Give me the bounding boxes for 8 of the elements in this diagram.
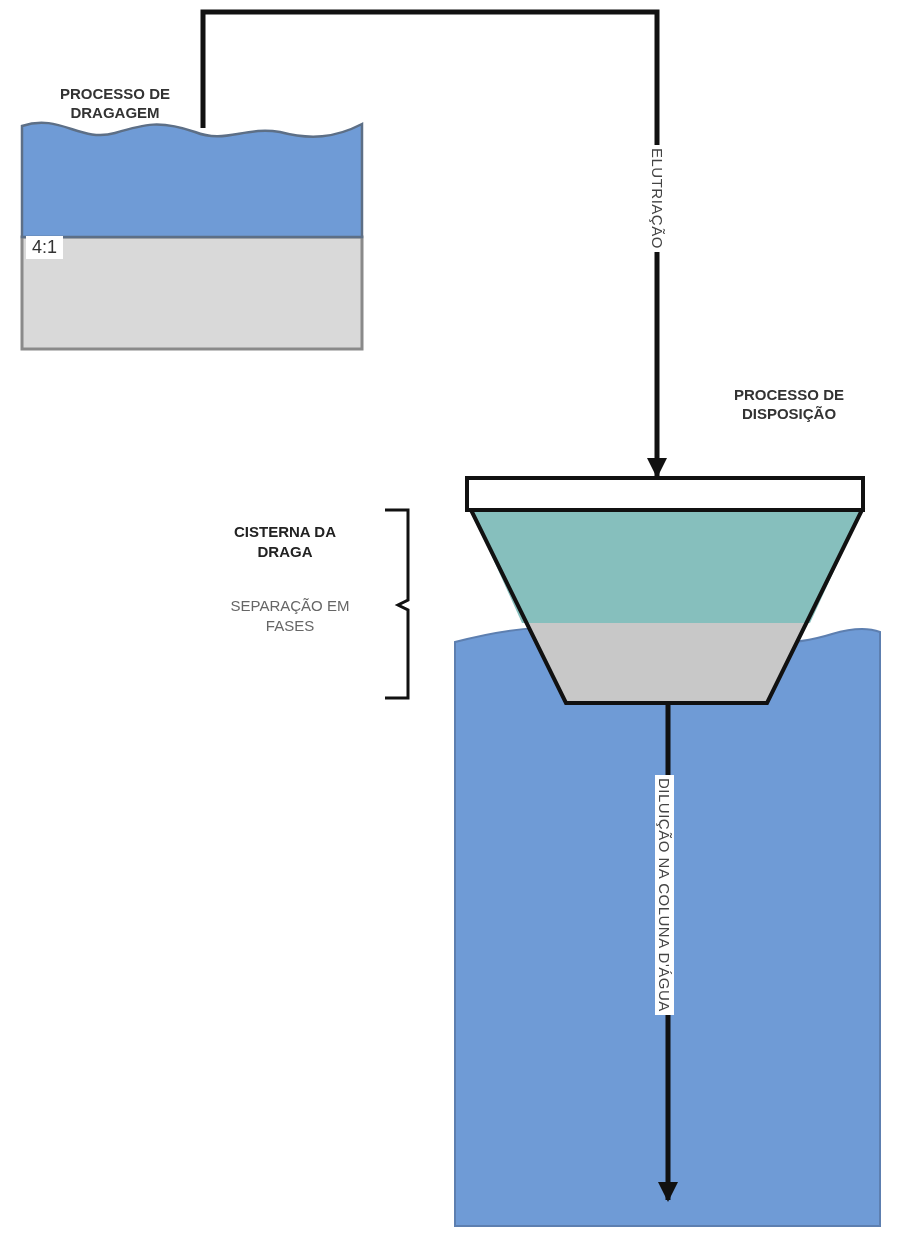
arrow (200, 9, 667, 478)
bracket-label: CISTERNA DA DRAGA (233, 522, 337, 562)
ratio-label: 4:1 (26, 236, 64, 259)
note-text: SEPARAÇÃO EM FASES (229, 596, 351, 636)
edge-label: ELUTRIAÇÃO (648, 145, 667, 252)
heading-text: PROCESSO DE DISPOSIÇÃO (733, 385, 845, 423)
heading-text: PROCESSO DE DRAGAGEM (59, 84, 171, 122)
edge-label: DILUIÇÃO NA COLUNA D'ÁGUA (655, 775, 674, 1015)
